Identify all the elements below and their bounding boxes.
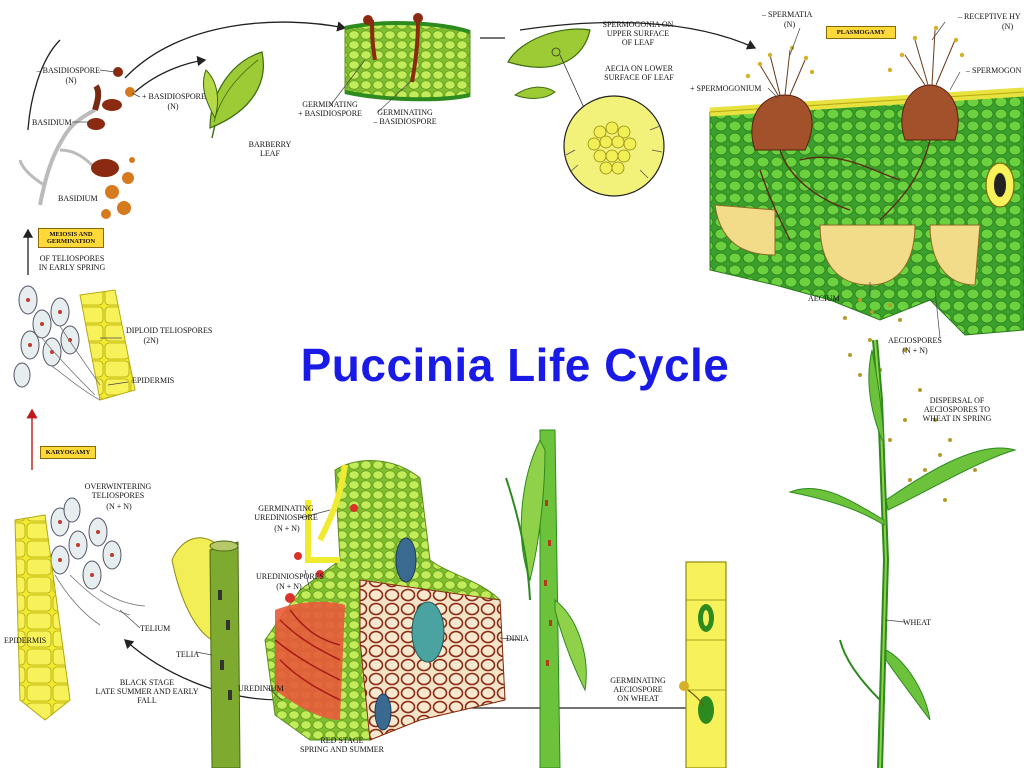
label-germinating-plus: GERMINATING + BASIDIOSPORE xyxy=(298,100,362,118)
label-germinating-aeciospore: GERMINATING AECIOSPORE ON WHEAT xyxy=(610,676,666,703)
label-germinating-minus: GERMINATING – BASIDIOSPORE xyxy=(373,108,437,126)
label-basidiospore-plus-ploidy: (n) xyxy=(167,102,179,111)
overwintering-teliospores xyxy=(14,497,146,721)
meiosis-box: MEIOSIS AND GERMINATION xyxy=(38,228,104,248)
label-diploid-teliospores: DIPLOID TELIOSPORES xyxy=(126,326,213,335)
label-dispersal: DISPERSAL OF AECIOSPORES TO WHEAT IN SPR… xyxy=(922,396,992,423)
label-spermatia-ploidy: (n) xyxy=(784,20,796,29)
label-minus-spermogonium: – SPERMOGON xyxy=(966,66,1022,75)
pointer-lines xyxy=(72,21,961,701)
spermogonia-leaf xyxy=(507,28,591,111)
germinating-leaf-section xyxy=(344,13,471,102)
aeciospore-dots xyxy=(843,298,977,502)
label-teliospores-spring: OF TELIOSPORES IN EARLY SPRING xyxy=(38,254,106,272)
label-epidermis-2: EPIDERMIS xyxy=(4,636,47,645)
label-overwintering: OVERWINTERING TELIOSPORES xyxy=(84,482,152,500)
basidiospore-minus-text: – BASIDIOSPORE xyxy=(36,66,100,75)
label-telia: TELIA xyxy=(176,650,200,659)
label-diploid-ploidy: (2n) xyxy=(143,336,159,345)
label-red-stage: RED STAGE SPRING AND SUMMER xyxy=(300,736,385,754)
label-spermatia: – SPERMATIA xyxy=(762,10,813,19)
label-aeciospores: AECIOSPORES xyxy=(888,336,942,345)
label-aeciospores-ploidy: (n + n) xyxy=(902,346,928,355)
label-uredinium: UREDINIUM xyxy=(238,684,284,693)
label-overwintering-ploidy: (n + n) xyxy=(106,502,132,511)
label-basidiospore-minus: – BASIDIOSPORE xyxy=(30,66,100,75)
diploid-teliospores xyxy=(13,285,136,401)
label-basidium-1: BASIDIUM xyxy=(32,118,72,127)
label-black-stage: BLACK STAGE LATE SUMMER AND EARLY FALL xyxy=(95,678,199,705)
urediniospore-dots xyxy=(285,504,358,603)
barberry-leaf xyxy=(202,51,264,139)
label-dinia: DINIA xyxy=(506,634,529,643)
aecia-magnified xyxy=(563,95,665,197)
basidium-group xyxy=(18,67,135,219)
karyogamy-box: KARYOGAMY xyxy=(40,446,96,459)
spermogonium-section xyxy=(709,25,1024,336)
label-barberry-leaf: BARBERRY LEAF xyxy=(248,140,292,158)
label-spermogonia: SPERMOGONIA ON UPPER SURFACE OF LEAF xyxy=(602,20,674,47)
label-receptive-hyphae: – RECEPTIVE HY xyxy=(958,12,1021,21)
label-basidiospore-plus: + BASIDIOSPORE xyxy=(142,92,206,101)
page-title: Puccinia Life Cycle xyxy=(300,339,730,391)
label-receptive-ploidy: (n) xyxy=(1002,22,1014,31)
label-wheat: WHEAT xyxy=(903,618,931,627)
telia-stem xyxy=(171,537,241,768)
aeciospore-on-wheat xyxy=(679,561,727,768)
label-plus-spermogonium: + SPERMOGONIUM xyxy=(690,84,762,93)
label-telium: TELIUM xyxy=(140,624,171,633)
plasmogamy-box: PLASMOGAMY xyxy=(826,26,896,39)
label-basidiospore-minus-ploidy: (n) xyxy=(65,76,77,85)
label-urediniospores-ploidy: (n + n) xyxy=(276,582,302,591)
wheat-plant xyxy=(788,339,1017,768)
label-aecium: AECIUM xyxy=(808,294,840,303)
label-germ-uredinio-ploidy: (n + n) xyxy=(274,524,300,533)
label-epidermis-1: EPIDERMIS xyxy=(132,376,175,385)
uredinium-section xyxy=(264,460,506,741)
wheat-stem-closeup xyxy=(505,429,587,768)
label-urediniospores: UREDINIOSPORES xyxy=(256,572,325,581)
label-basidium-2: BASIDIUM xyxy=(58,194,98,203)
label-germinating-urediniospore: GERMINATING UREDINIOSPORE xyxy=(254,504,318,522)
label-aecia-lower: AECIA ON LOWER SURFACE OF LEAF xyxy=(604,64,674,82)
